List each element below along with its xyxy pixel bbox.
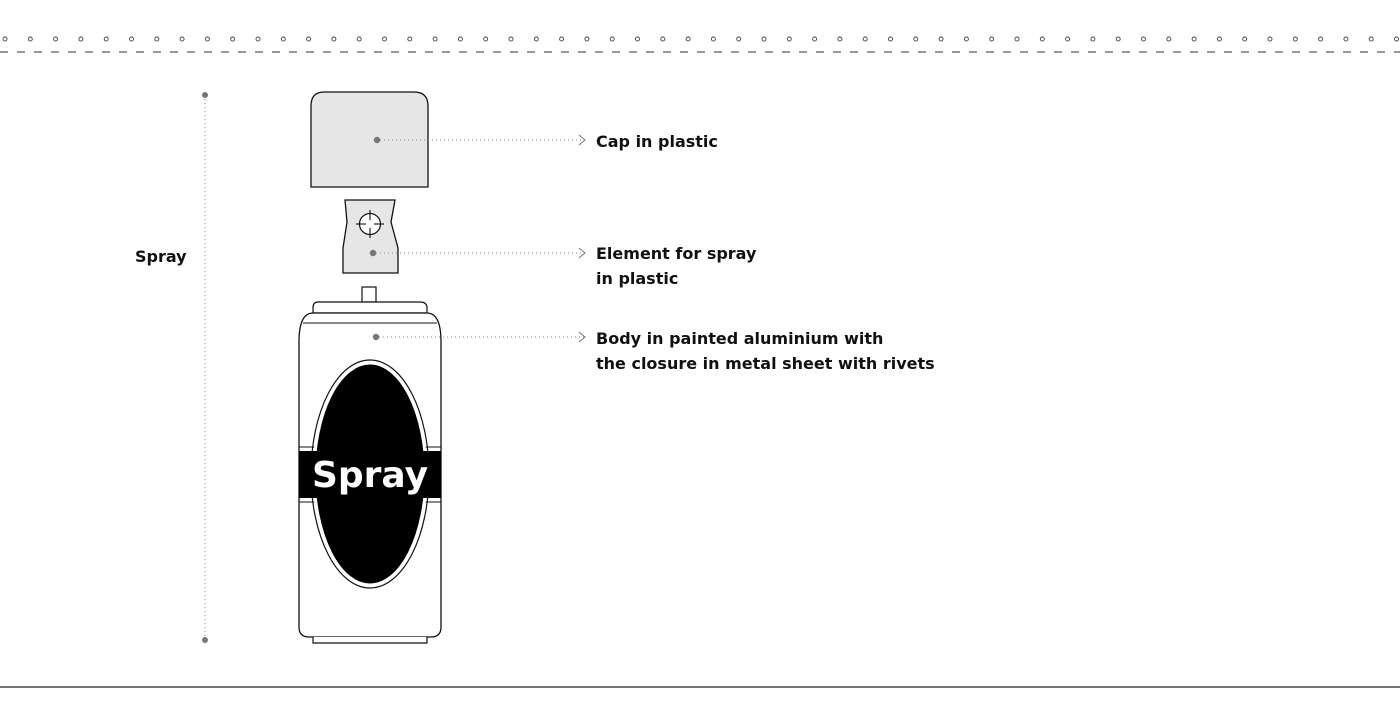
- border-dot: [432, 36, 438, 42]
- spray-element-label-line-1: Element for spray: [596, 244, 757, 263]
- border-dot: [1394, 36, 1399, 42]
- border-dot: [837, 36, 843, 42]
- border-dot: [1318, 36, 1324, 42]
- border-dot: [1115, 36, 1121, 42]
- can-brand-text: Spray: [312, 455, 428, 496]
- border-dot: [457, 36, 463, 42]
- border-dot: [963, 36, 969, 42]
- valve-stem: [361, 286, 377, 303]
- border-dot: [559, 36, 565, 42]
- border-dot: [635, 36, 640, 42]
- border-dot: [382, 36, 387, 42]
- border-dot: [938, 36, 944, 42]
- border-dot: [103, 36, 109, 42]
- border-dot: [584, 36, 590, 42]
- border-dot: [27, 36, 33, 42]
- border-dot: [888, 36, 893, 42]
- border-dot: [154, 36, 160, 42]
- border-dot: [2, 36, 8, 42]
- body-label: Body in painted aluminium with the closu…: [596, 326, 935, 376]
- cap-label: Cap in plastic: [596, 129, 718, 154]
- border-dot: [1343, 36, 1349, 42]
- body-label-line-1: Body in painted aluminium with: [596, 329, 884, 348]
- border-dot: [356, 36, 362, 42]
- border-dot: [736, 36, 742, 42]
- border-dot: [255, 36, 261, 42]
- border-dot: [685, 36, 691, 42]
- border-dot: [78, 36, 84, 42]
- border-dot: [862, 36, 868, 42]
- border-dot: [660, 36, 666, 42]
- border-dot: [1267, 36, 1273, 42]
- border-dot: [1368, 36, 1374, 42]
- border-dot: [1216, 36, 1222, 42]
- border-dot: [483, 36, 489, 42]
- spray-element-label-line-2: in plastic: [596, 269, 679, 288]
- leader-cap: [373, 134, 586, 146]
- border-dot: [1292, 36, 1298, 42]
- cap-shape: [310, 91, 429, 188]
- spray-element-label: Element for spray in plastic: [596, 241, 756, 291]
- border-dot: [1141, 36, 1146, 42]
- border-dot: [508, 36, 514, 42]
- border-dot: [407, 36, 413, 42]
- body-label-line-2: the closure in metal sheet with rivets: [596, 354, 935, 373]
- cap-label-line-1: Cap in plastic: [596, 132, 718, 151]
- border-dot: [306, 36, 312, 42]
- section-title-text: Spray: [135, 247, 187, 266]
- border-dot: [179, 36, 185, 42]
- height-dimension-line: [202, 92, 208, 643]
- section-title: Spray: [135, 244, 187, 269]
- border-dot: [1191, 36, 1197, 42]
- border-dot: [1014, 36, 1020, 42]
- border-dot: [230, 36, 236, 42]
- border-dot: [609, 36, 615, 42]
- border-dot: [280, 36, 286, 42]
- border-dot: [1242, 36, 1248, 42]
- border-dot: [204, 36, 210, 42]
- border-dot: [1166, 36, 1172, 42]
- border-dot: [710, 36, 716, 42]
- border-dot: [913, 36, 919, 42]
- border-dot: [331, 36, 337, 42]
- border-dot: [1090, 36, 1096, 42]
- border-dot: [129, 36, 134, 42]
- can-body-shape: [298, 301, 442, 644]
- border-dot: [989, 36, 995, 42]
- spray-element-shape: [342, 199, 399, 274]
- border-dot: [1039, 36, 1045, 42]
- border-dot: [53, 36, 59, 42]
- border-dot: [786, 36, 792, 42]
- leader-body: [372, 331, 586, 343]
- leader-spray-element: [369, 247, 586, 259]
- border-dot: [1065, 36, 1071, 42]
- border-dot: [812, 36, 818, 42]
- border-dot: [533, 36, 539, 42]
- border-dot: [761, 36, 767, 42]
- top-dotted-border: [2, 36, 1399, 42]
